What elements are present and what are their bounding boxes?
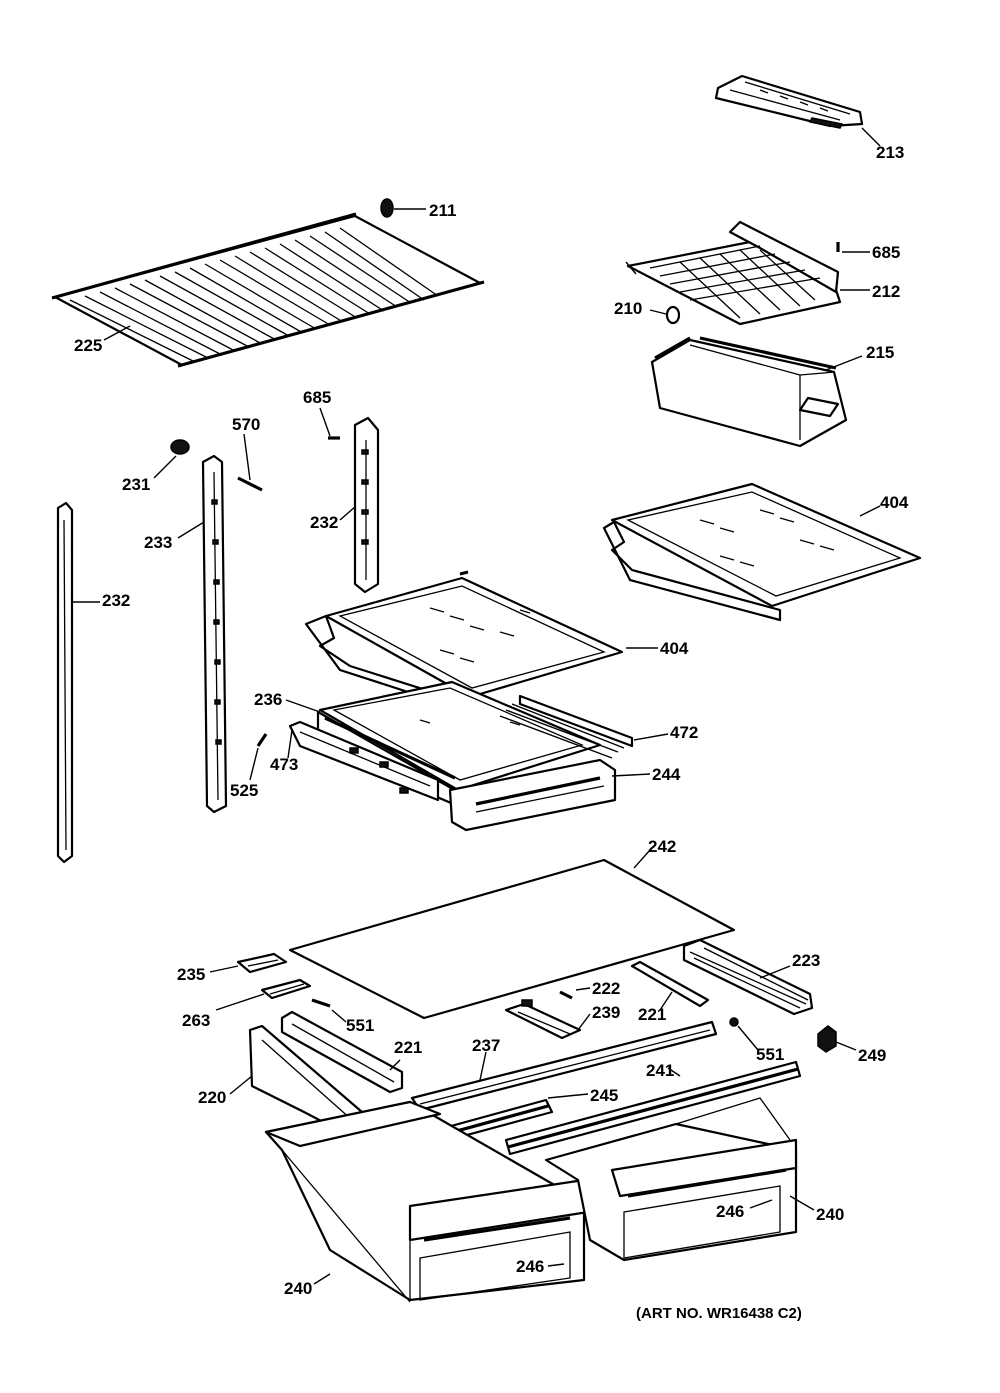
glass-panel-242 [288, 858, 736, 1020]
label-685-b: 685 [303, 388, 331, 407]
screw-551-left [311, 998, 331, 1008]
label-215: 215 [866, 343, 894, 362]
shelf-support-232-left [56, 501, 74, 864]
label-241: 241 [646, 1061, 674, 1080]
label-236: 236 [254, 690, 282, 709]
label-263: 263 [182, 1011, 210, 1030]
bracket-239 [504, 999, 582, 1040]
screw-551-right [729, 1017, 739, 1027]
strip-241 [504, 1060, 802, 1156]
label-242: 242 [648, 837, 676, 856]
part-labels: 213 211 685 212 210 215 225 685 570 231 … [74, 143, 909, 1298]
rails-472 [499, 694, 634, 759]
label-685-a: 685 [872, 243, 900, 262]
wire-shelf-225 [51, 212, 485, 368]
front-frame-244 [448, 758, 617, 832]
knob-210 [665, 305, 681, 325]
label-246-right: 246 [716, 1202, 744, 1221]
label-245: 245 [590, 1086, 618, 1105]
side-frame-473 [288, 720, 440, 802]
label-570: 570 [232, 415, 260, 434]
crisper-drawer-240-right [544, 1097, 798, 1262]
label-222: 222 [592, 979, 620, 998]
label-240-left: 240 [284, 1279, 312, 1298]
shelf-support-232-right [353, 416, 380, 594]
rails-223 [682, 938, 814, 1016]
label-404-right: 404 [880, 493, 909, 512]
bracket-235 [236, 952, 288, 974]
screw-525 [256, 733, 268, 747]
label-233: 233 [144, 533, 172, 552]
label-525: 525 [230, 781, 258, 800]
clip-211 [380, 198, 394, 218]
label-213: 213 [876, 143, 904, 162]
label-211: 211 [429, 201, 456, 220]
glass-shelf-404-right [602, 482, 922, 622]
label-472: 472 [670, 723, 698, 742]
label-249: 249 [858, 1046, 886, 1065]
label-235: 235 [177, 965, 205, 984]
label-404-middle: 404 [660, 639, 689, 658]
label-212: 212 [872, 282, 900, 301]
art-number: (ART NO. WR16438 C2) [636, 1305, 802, 1322]
strip-221-right [630, 960, 710, 1008]
freezer-shelf-212 [625, 220, 842, 326]
label-231: 231 [122, 475, 150, 494]
label-244: 244 [652, 765, 681, 784]
bracket-263 [260, 978, 312, 1000]
screw-570 [237, 476, 263, 492]
strip-221-left [280, 1010, 404, 1094]
label-240-right: 240 [816, 1205, 844, 1224]
label-223: 223 [792, 951, 820, 970]
screw-222 [559, 990, 573, 1000]
label-551-left: 551 [346, 1016, 374, 1035]
label-237: 237 [472, 1036, 500, 1055]
label-551-right: 551 [756, 1045, 784, 1064]
label-221-left: 221 [394, 1038, 422, 1057]
label-220: 220 [198, 1088, 226, 1107]
label-246-left: 246 [516, 1257, 544, 1276]
cap-231 [170, 439, 190, 455]
label-232-left: 232 [102, 591, 130, 610]
label-225: 225 [74, 336, 102, 355]
label-473: 473 [270, 755, 298, 774]
ice-tray-213 [714, 74, 864, 129]
label-210: 210 [614, 299, 642, 318]
label-232-right: 232 [310, 513, 338, 532]
shelf-support-233 [201, 454, 228, 814]
crisper-drawer-240-left [264, 1100, 590, 1303]
label-239: 239 [592, 1003, 620, 1022]
label-221-right: 221 [638, 1005, 666, 1024]
leader-lines [72, 127, 881, 1285]
bin-215 [650, 336, 848, 448]
clip-249 [817, 1025, 837, 1053]
